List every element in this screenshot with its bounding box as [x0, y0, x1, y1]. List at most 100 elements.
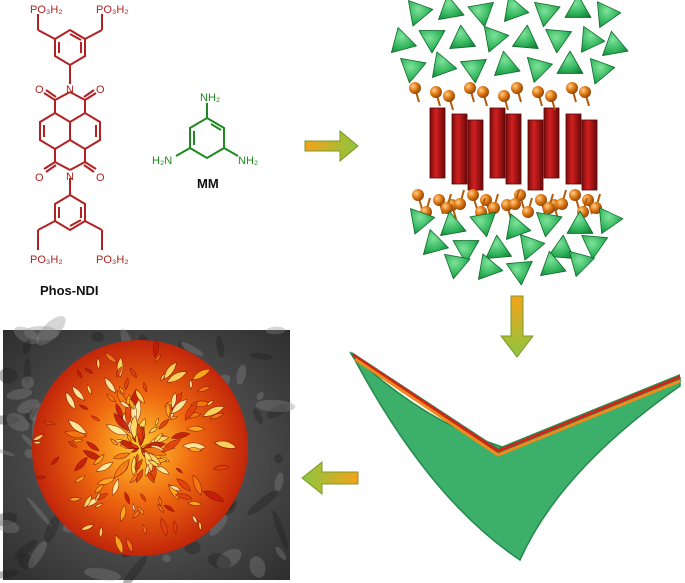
melamine-triangle — [494, 50, 521, 76]
phosphonate-sphere — [566, 82, 578, 94]
petal — [78, 404, 89, 410]
melamine-triangle — [444, 253, 471, 280]
petal — [196, 386, 212, 393]
petal — [187, 501, 202, 506]
petal — [96, 477, 116, 485]
phosphonate-sphere — [441, 202, 453, 214]
phosphonate-top-left: PO₃H₂ — [30, 4, 63, 16]
petal — [74, 475, 86, 483]
ndi-block — [565, 113, 582, 185]
carbonyl-o-4: O — [96, 172, 105, 184]
melamine-triangle — [485, 234, 513, 260]
petal — [129, 398, 135, 410]
petal — [153, 433, 163, 444]
petal — [140, 493, 146, 502]
phosphonate-sphere — [590, 202, 602, 214]
petal — [71, 386, 85, 401]
melamine-triangle — [520, 234, 546, 261]
petal — [202, 490, 225, 502]
phosphonate-sphere — [443, 90, 455, 102]
petal — [32, 441, 42, 445]
melamine-triangle — [483, 26, 510, 53]
petal — [124, 377, 129, 391]
flower-arrow-left — [301, 460, 359, 496]
petal — [95, 491, 101, 502]
petal — [74, 456, 88, 472]
melamine-triangle — [409, 208, 436, 235]
petal — [77, 369, 82, 379]
petal — [164, 362, 177, 380]
petal — [128, 443, 140, 449]
amine-top: NH₂ — [200, 92, 220, 104]
phos-ndi-structure — [37, 14, 103, 250]
phosphonate-sphere — [535, 194, 547, 206]
phosphonate-sphere — [464, 82, 476, 94]
amine-right: NH₂ — [238, 155, 258, 167]
melamine-triangle — [590, 58, 616, 85]
petal — [135, 389, 145, 404]
petal — [142, 447, 167, 456]
petal — [155, 417, 159, 427]
petal — [116, 366, 122, 378]
melamine-triangle — [534, 2, 561, 28]
petal — [126, 537, 133, 553]
petal — [96, 357, 101, 370]
petal — [94, 503, 104, 508]
petal — [174, 493, 193, 500]
phosphonate-sphere — [569, 189, 581, 201]
petal — [147, 459, 160, 468]
melamine-triangle — [512, 24, 539, 49]
petal — [170, 432, 191, 439]
petal — [158, 496, 162, 507]
phosphonate-sphere — [409, 82, 421, 94]
petal — [124, 403, 132, 426]
petal — [129, 473, 139, 484]
melamine-triangle — [418, 30, 446, 54]
petal — [171, 399, 188, 415]
petal — [80, 524, 95, 531]
carbonyl-o-2: O — [96, 84, 105, 96]
petal — [42, 420, 56, 426]
petal — [130, 448, 140, 453]
phosphonate-sphere — [556, 198, 568, 210]
phosphonate-sphere — [498, 90, 510, 102]
phosphonate-sphere — [522, 206, 534, 218]
melamine-triangle — [503, 0, 530, 22]
melamine-triangle — [599, 207, 624, 235]
melamine-triangle — [569, 250, 595, 277]
bottom-phenyl-ring — [54, 193, 86, 232]
petal — [114, 534, 124, 555]
phos-ndi-atom-labels: PO₃H₂ PO₃H₂ N O O O O N PO₃H₂ PO₃H₂ — [30, 4, 129, 266]
petal — [186, 425, 205, 432]
ndi-block — [489, 107, 506, 179]
ndi-block — [581, 119, 598, 191]
petal — [131, 503, 136, 512]
petal — [99, 526, 103, 539]
bent-sheet — [349, 351, 681, 562]
petal — [163, 504, 175, 513]
melamine-triangle — [566, 210, 594, 234]
phosphonate-sphere — [412, 189, 424, 201]
petal — [152, 338, 159, 358]
petal — [68, 440, 78, 448]
melamine-triangle — [452, 240, 480, 264]
petal — [32, 434, 45, 441]
petal — [136, 423, 144, 444]
ndi-block — [543, 107, 560, 179]
petal — [144, 463, 150, 477]
petal — [154, 465, 170, 475]
petal — [189, 379, 193, 390]
petal — [104, 352, 118, 364]
petal — [119, 400, 131, 408]
petal — [50, 456, 60, 465]
imide-nitrogen-bottom: N — [66, 171, 74, 183]
petal — [113, 439, 124, 443]
petal — [206, 400, 215, 407]
petal — [135, 453, 139, 464]
melamine-triangle — [602, 30, 629, 56]
petal — [84, 367, 94, 374]
petal — [110, 438, 119, 446]
petal — [94, 483, 104, 494]
petal — [119, 386, 126, 395]
petal — [34, 475, 47, 480]
